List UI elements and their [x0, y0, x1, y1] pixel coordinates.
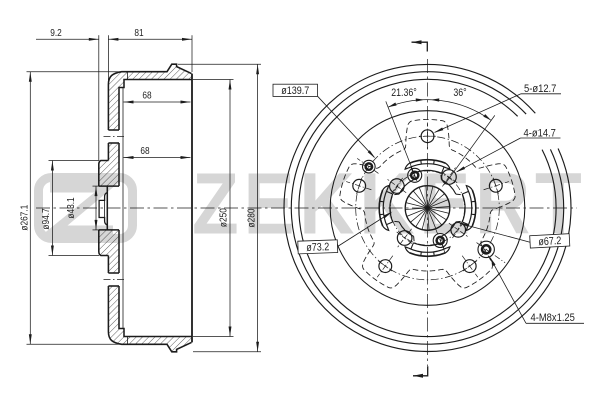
svg-text:ø267.1: ø267.1 — [18, 205, 30, 231]
svg-text:5-ø12.7: 5-ø12.7 — [524, 83, 557, 95]
svg-text:4-M8x1.25: 4-M8x1.25 — [531, 312, 576, 324]
svg-text:81: 81 — [134, 26, 143, 38]
svg-text:ø139.7: ø139.7 — [281, 85, 309, 97]
svg-text:ø73.2: ø73.2 — [306, 241, 330, 254]
svg-text:21.36°: 21.36° — [391, 87, 417, 99]
svg-text:ø250: ø250 — [217, 208, 229, 227]
svg-text:ø280: ø280 — [245, 209, 257, 228]
svg-text:ZEKKERT: ZEKKERT — [192, 156, 587, 253]
svg-text:ø94.7: ø94.7 — [39, 208, 51, 229]
svg-text:9.2: 9.2 — [50, 26, 62, 38]
svg-text:36°: 36° — [453, 87, 466, 99]
svg-text:68: 68 — [140, 144, 149, 156]
svg-text:68: 68 — [142, 89, 151, 101]
svg-text:4-ø14.7: 4-ø14.7 — [524, 128, 557, 140]
svg-text:ø67.2: ø67.2 — [538, 235, 562, 248]
